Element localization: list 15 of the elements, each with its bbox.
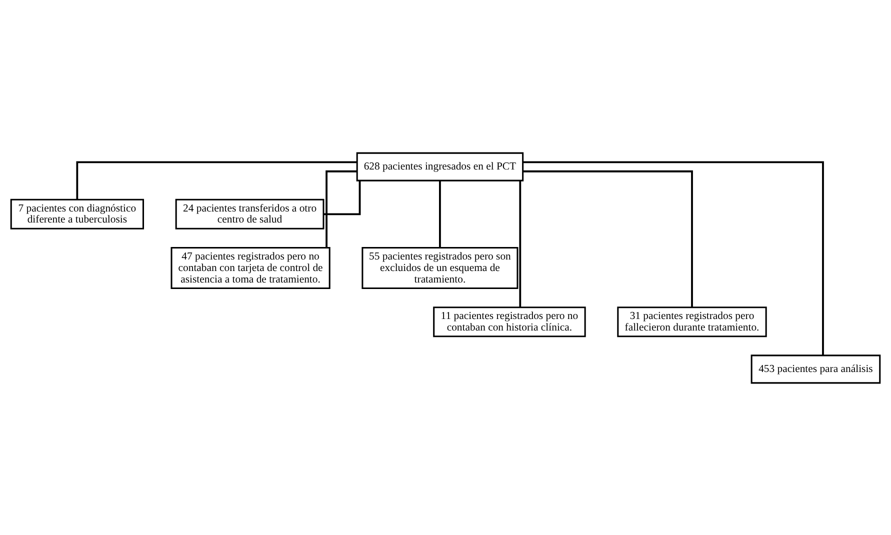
node-box: 47 pacientes registrados pero no contaban con tarjeta de control de asistencia a toma de tratamiento. — [170, 246, 330, 288]
node-box: 24 pacientes transferidos a otro centro de salud — [175, 198, 324, 229]
connector — [522, 160, 824, 355]
node-box: 453 pacientes para análisis — [750, 354, 881, 384]
node-box: 628 pacientes ingresados en el PCT — [356, 152, 524, 181]
node-box: 55 pacientes registrados pero son excluidos de un esquema de tratamiento. — [362, 246, 518, 288]
connector — [324, 180, 361, 215]
connector — [326, 170, 357, 248]
connector — [519, 180, 522, 307]
connector — [522, 170, 693, 307]
node-box: 7 pacientes con diagnóstico diferente a tuberculosis — [10, 198, 144, 229]
node-box: 11 pacientes registrados pero no contaban con historia clínica. — [433, 306, 586, 337]
connector — [439, 180, 441, 248]
node-box: 31 pacientes registrados pero fallecieron durante tratamiento. — [617, 306, 767, 337]
connector — [76, 160, 357, 199]
